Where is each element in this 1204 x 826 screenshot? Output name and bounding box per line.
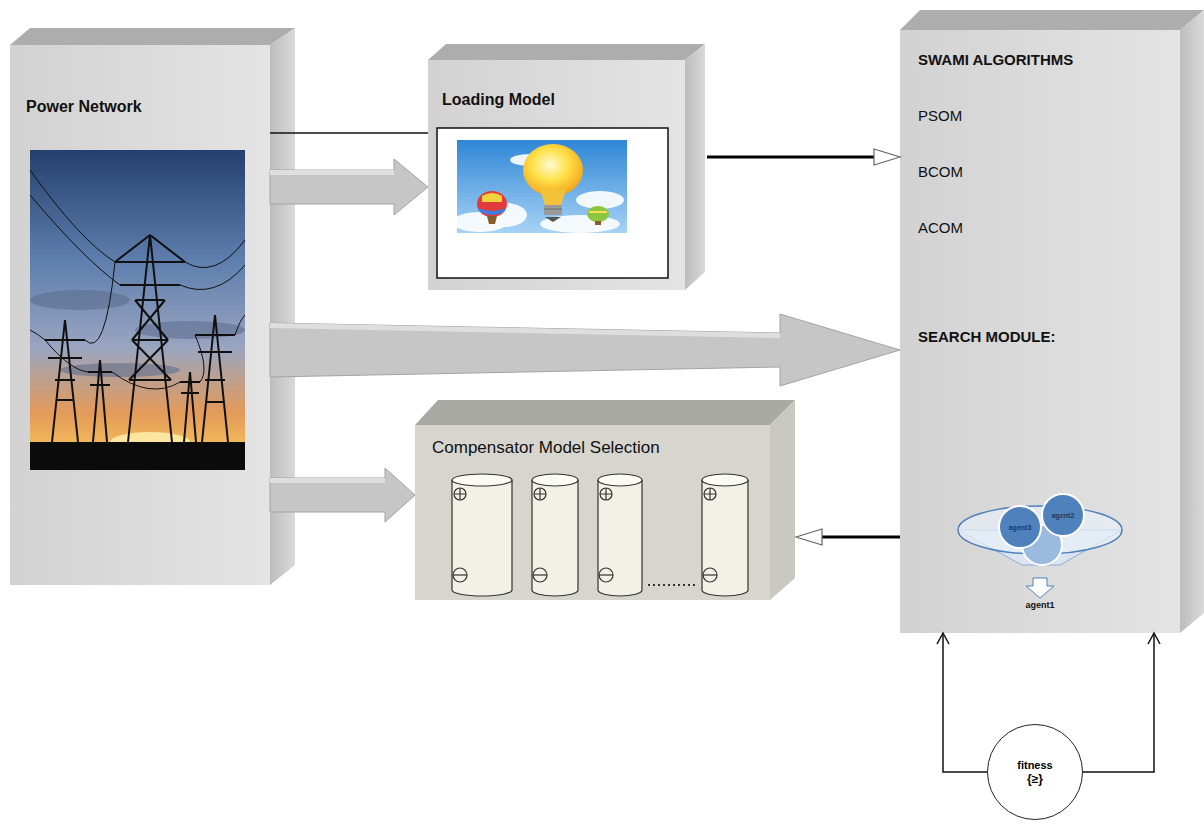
box-top bbox=[10, 28, 295, 45]
compensator-box: Compensator Model Selection bbox=[415, 425, 770, 600]
image-frame bbox=[437, 128, 668, 278]
network-box: Power Network bbox=[10, 45, 270, 585]
connector-line bbox=[1083, 633, 1160, 772]
flow-arrow-body bbox=[270, 468, 415, 522]
node-text: {≥} bbox=[1027, 772, 1043, 786]
box-3d bbox=[900, 10, 1204, 633]
flow-arrow-shine bbox=[270, 478, 385, 483]
node-text: SEARCH MODULE: bbox=[918, 328, 1056, 345]
connector-line bbox=[937, 633, 987, 772]
flow-arrow bbox=[270, 159, 428, 215]
node-text: PSOM bbox=[918, 107, 962, 124]
lightbulb-picture bbox=[452, 140, 627, 233]
flow-arrow-shine bbox=[270, 170, 394, 175]
agent-label: agent1 bbox=[1025, 600, 1054, 610]
node-title: fitness bbox=[1017, 758, 1052, 772]
wire bbox=[943, 633, 987, 772]
wire bbox=[820, 536, 900, 539]
node-title: SWAMI ALGORITHMS bbox=[918, 51, 1073, 68]
node-text: BCOM bbox=[918, 163, 963, 180]
loading-model-box: Loading Model bbox=[428, 60, 685, 290]
node-title: Power Network bbox=[26, 98, 142, 116]
arrow-head bbox=[874, 149, 900, 165]
flow-arrow-body bbox=[270, 159, 428, 215]
node-title: agent3 bbox=[1009, 524, 1032, 531]
box-front bbox=[10, 45, 270, 585]
wire bbox=[270, 132, 428, 134]
box-3d bbox=[415, 400, 795, 600]
arrow-head bbox=[937, 633, 949, 644]
agent-circle: agent2 bbox=[1041, 493, 1085, 537]
fitness-circle: fitness{≥} bbox=[987, 724, 1083, 820]
flow-arrow-shine bbox=[270, 323, 780, 338]
flow-arrow-body bbox=[270, 314, 900, 386]
algorithm-box: SWAMI ALGORITHMS PSOM BCOM ACOM SEARCH MODUL… bbox=[900, 30, 1180, 633]
agent-circle: agent3 bbox=[998, 505, 1042, 549]
arrow-head bbox=[1148, 633, 1160, 644]
connector-line bbox=[270, 133, 428, 134]
node-title: Compensator Model Selection bbox=[432, 438, 660, 458]
node-title: agent2 bbox=[1052, 512, 1075, 519]
node-text: ACOM bbox=[918, 219, 963, 236]
flow-arrow bbox=[270, 314, 900, 386]
wire bbox=[1083, 633, 1154, 772]
flow-arrow bbox=[270, 468, 415, 522]
arrow-head bbox=[796, 529, 822, 545]
agent-funnel bbox=[958, 506, 1122, 598]
box-3d bbox=[10, 28, 295, 585]
capacitor-cylinders bbox=[452, 474, 748, 596]
tower-photo bbox=[30, 150, 245, 470]
connector-line bbox=[707, 149, 900, 165]
box-3d bbox=[428, 44, 705, 290]
wire bbox=[707, 156, 876, 159]
node-title: Loading Model bbox=[442, 91, 555, 109]
connector-line bbox=[796, 529, 900, 545]
